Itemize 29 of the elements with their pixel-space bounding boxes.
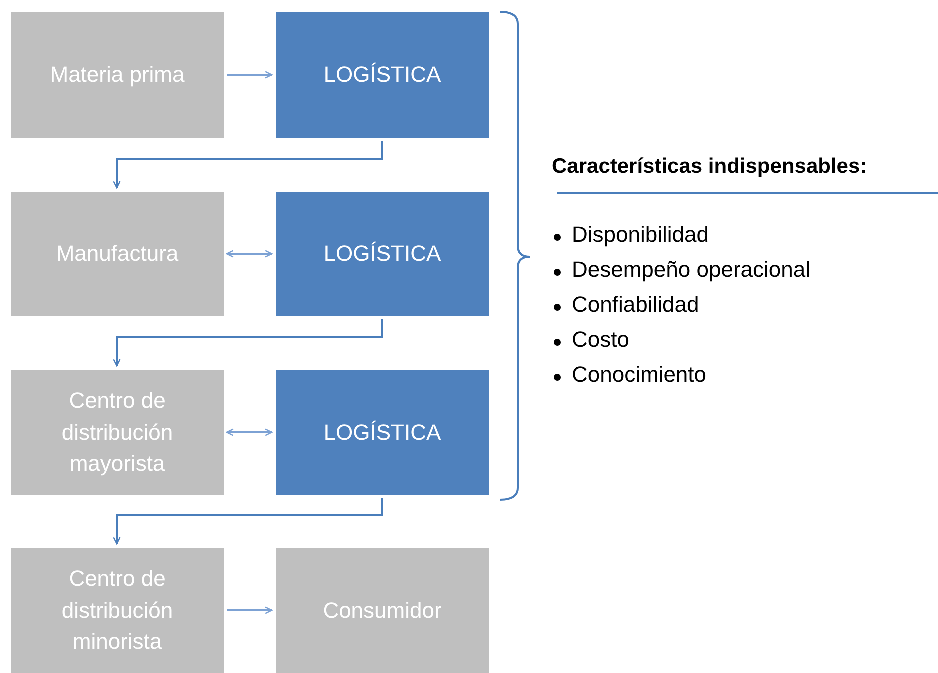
arrow (226, 250, 273, 258)
heading: Características indispensables: (552, 155, 868, 179)
box-label: Consumidor (323, 596, 442, 625)
process-box (11, 192, 224, 316)
process-box (276, 12, 489, 138)
process-box (11, 548, 224, 673)
arrow (226, 428, 273, 436)
arrow (113, 141, 384, 189)
arrow (113, 319, 384, 367)
arrow (227, 71, 273, 79)
box-label: Centro de distribución minorista (60, 564, 174, 656)
arrow (113, 498, 384, 545)
box-label: LOGÍSTICA (324, 418, 442, 447)
bullet-text: Costo (572, 327, 630, 353)
process-box (11, 12, 224, 138)
box-label: Centro de distribución mayorista (60, 386, 174, 478)
process-box (11, 370, 224, 495)
arrow (227, 606, 273, 614)
bullet-text: Disponibilidad (572, 222, 709, 248)
bullet-text: Desempeño operacional (572, 257, 810, 283)
box-label: LOGÍSTICA (324, 61, 442, 90)
process-box (276, 548, 489, 673)
box-label: Manufactura (56, 240, 179, 268)
process-box (276, 192, 489, 316)
process-box (276, 370, 489, 495)
box-label: LOGÍSTICA (324, 240, 442, 268)
bullet-text: Confiabilidad (572, 292, 700, 318)
bullet-text: Conocimiento (572, 362, 707, 388)
box-label: Materia prima (50, 61, 185, 90)
